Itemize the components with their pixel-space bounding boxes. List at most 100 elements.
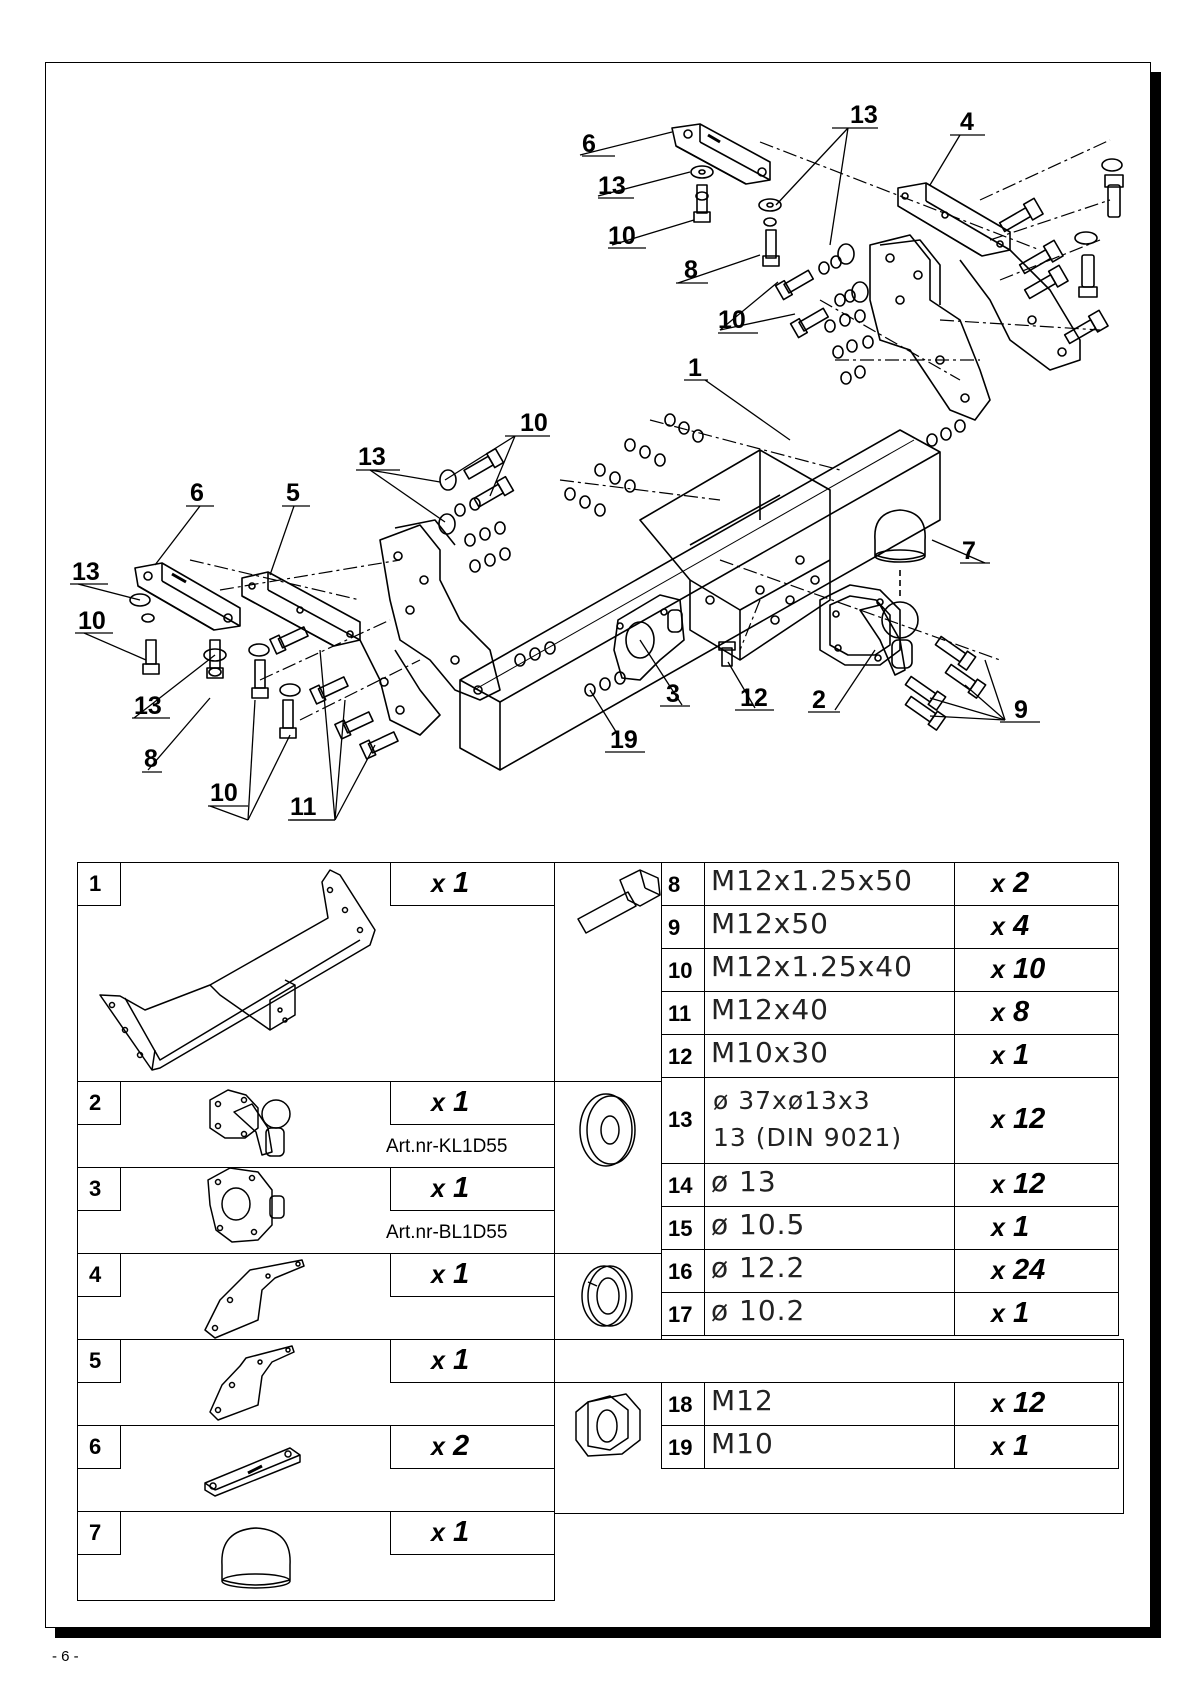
callout-4: 4 xyxy=(960,108,974,136)
flat-washer-illustration xyxy=(579,1093,636,1167)
hardware-quantity: x 1 xyxy=(991,1211,1030,1243)
hardware-quantity-box: x 10 xyxy=(954,948,1119,992)
callout-10: 10 xyxy=(520,409,548,437)
washers-and-nuts xyxy=(129,158,1123,697)
callout-13: 13 xyxy=(72,558,100,586)
callout-6-left: 6 xyxy=(190,479,204,507)
hardware-quantity: x 12 xyxy=(991,1387,1046,1419)
hardware-quantity-box: x 1 xyxy=(954,1425,1119,1469)
hardware-quantity-box: x 4 xyxy=(954,905,1119,949)
hardware-quantity-box: x 2 xyxy=(954,862,1119,906)
part-number: 7 xyxy=(89,1520,102,1545)
hardware-quantity-box: x 12 xyxy=(954,1382,1119,1426)
hardware-number: 10 xyxy=(668,958,693,983)
part-number: 6 xyxy=(89,1434,102,1459)
callout-8-top: 8 xyxy=(684,256,698,284)
hardware-spec-box: ø 37xø13x3 13 (DIN 9021) xyxy=(704,1077,955,1164)
hardware-quantity-box: x 12 xyxy=(954,1163,1119,1207)
quantity-box: x 2 xyxy=(390,1425,555,1469)
side-plate-left xyxy=(379,519,501,701)
callout-7: 7 xyxy=(962,537,976,565)
bracket-4-illustration xyxy=(204,1259,305,1339)
hardware-number-box: 9 xyxy=(661,905,705,949)
hardware-spec-box: ø 10.2 xyxy=(704,1292,955,1336)
hardware-spec-box: M10 xyxy=(704,1425,955,1469)
hardware-number: 15 xyxy=(668,1216,693,1241)
hardware-quantity: x 1 xyxy=(991,1039,1030,1071)
bracket-6-top xyxy=(671,123,771,185)
callout-3: 3 xyxy=(666,680,680,708)
hardware-spec: M12x40 xyxy=(711,993,829,1026)
exploded-assembly-drawing: 6 13 10 8 10 13 4 1 10 13 6 5 13 10 13 8… xyxy=(70,101,1124,821)
bolts xyxy=(142,174,1124,760)
part-number-box: 2 xyxy=(77,1081,121,1125)
ball-cover-cap-7 xyxy=(874,509,926,600)
hardware-spec: M10x30 xyxy=(711,1036,829,1069)
hardware-number: 14 xyxy=(668,1173,693,1198)
hardware-spec: M12x1.25x40 xyxy=(711,950,913,983)
callout-10: 10 xyxy=(608,222,636,250)
part-number: 5 xyxy=(89,1348,102,1373)
hardware-spec-box: M12x50 xyxy=(704,905,955,949)
part-number-box: 3 xyxy=(77,1167,121,1211)
hardware-number: 19 xyxy=(668,1435,693,1460)
part-quantity: x 1 xyxy=(431,1086,470,1118)
hardware-spec-box: ø 10.5 xyxy=(704,1206,955,1250)
hardware-spec-standard: 13 (DIN 9021) xyxy=(713,1123,903,1152)
hardware-spec-box: ø 13 xyxy=(704,1163,955,1207)
hardware-quantity: x 12 xyxy=(991,1168,1046,1200)
callout-8-left: 8 xyxy=(144,745,158,773)
hardware-number: 12 xyxy=(668,1044,693,1069)
part-quantity: x 1 xyxy=(431,1172,470,1204)
leader-lines xyxy=(77,127,1006,821)
bracket-5 xyxy=(241,571,441,736)
spring-washer-illustration xyxy=(581,1265,633,1327)
callout-9: 9 xyxy=(1014,696,1028,724)
hardware-quantity: x 1 xyxy=(991,1297,1030,1329)
part-quantity: x 1 xyxy=(431,867,470,899)
frame-shadow xyxy=(55,1628,1161,1638)
hardware-number: 13 xyxy=(668,1107,693,1132)
callout-13: 13 xyxy=(358,443,386,471)
hardware-quantity-box: x 1 xyxy=(954,1292,1119,1336)
article-number: Art.nr-BL1D55 xyxy=(386,1222,508,1243)
hardware-number-box: 12 xyxy=(661,1034,705,1078)
bracket-6-illustration xyxy=(204,1447,301,1497)
hardware-quantity: x 1 xyxy=(991,1430,1030,1462)
hardware-spec: ø 37xø13x3 xyxy=(713,1086,871,1115)
part-number-box: 4 xyxy=(77,1253,121,1297)
hardware-number: 17 xyxy=(668,1302,693,1327)
hardware-number: 11 xyxy=(668,1001,692,1026)
hardware-spec: ø 12.2 xyxy=(711,1251,806,1284)
hardware-number-box: 13 xyxy=(661,1077,705,1164)
quantity-box: x 1 xyxy=(390,862,555,906)
part-number-box: 5 xyxy=(77,1339,121,1383)
part-number: 1 xyxy=(89,871,102,896)
callout-10: 10 xyxy=(210,779,238,807)
bolt-image-cell xyxy=(554,862,662,1082)
hardware-spec: M12x1.25x50 xyxy=(711,864,913,897)
towball-2 xyxy=(819,584,919,676)
part-number: 4 xyxy=(89,1262,102,1287)
receiver-center-bracket xyxy=(639,449,831,661)
hardware-quantity: x 12 xyxy=(991,1103,1046,1135)
article-number: Art.nr-KL1D55 xyxy=(386,1136,508,1157)
hardware-quantity-box: x 12 xyxy=(954,1077,1119,1164)
quantity-box: x 1 xyxy=(390,1339,555,1383)
part-quantity: x 1 xyxy=(431,1258,470,1290)
hardware-quantity-box: x 24 xyxy=(954,1249,1119,1293)
callout-11: 11 xyxy=(290,793,317,821)
callout-underlines xyxy=(70,127,1040,821)
hardware-number-box: 10 xyxy=(661,948,705,992)
hardware-spec: M10 xyxy=(711,1427,774,1460)
callout-1: 1 xyxy=(688,354,702,382)
callout-numbers: 6 13 10 8 10 13 4 1 10 13 6 5 13 10 13 8… xyxy=(72,101,1028,821)
hardware-spec: M12x50 xyxy=(711,907,829,940)
hardware-spec: ø 13 xyxy=(711,1165,777,1198)
towball-illustration xyxy=(209,1089,291,1157)
empty-row xyxy=(554,1339,1124,1383)
towbar-frame-illustration xyxy=(99,869,376,1071)
callout-2: 2 xyxy=(812,686,826,714)
quantity-box: x 1 xyxy=(390,1511,555,1555)
hardware-quantity: x 4 xyxy=(991,910,1030,942)
